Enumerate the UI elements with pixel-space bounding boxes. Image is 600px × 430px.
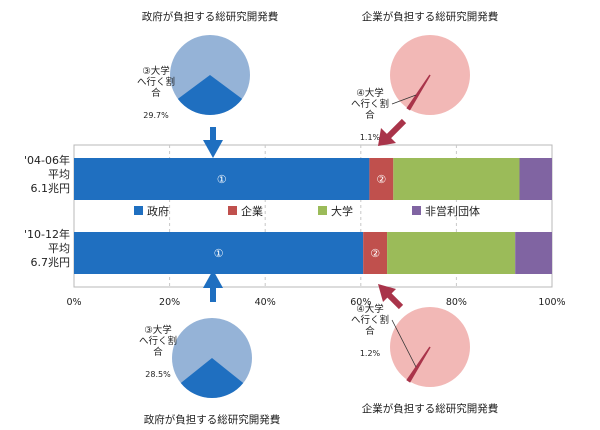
x-tick-label: 60% — [350, 297, 371, 308]
pie-leader-line — [391, 319, 417, 368]
legend: 政府 企業 大学 非営利団体 — [134, 204, 480, 218]
bar-segment — [74, 158, 370, 200]
x-tick-label: 0% — [66, 297, 81, 308]
arrow-corp-top — [378, 118, 407, 146]
legend-swatch — [134, 206, 143, 215]
pie-slice-university — [180, 358, 244, 398]
pie-title: 企業が負担する総研究開発費 — [362, 10, 499, 23]
legend-swatch — [228, 206, 237, 215]
legend-label: 政府 — [147, 204, 169, 218]
legend-label: 企業 — [241, 204, 263, 218]
pie-slice-university — [177, 75, 243, 115]
pie-slice-label: ③大学へ行く割合 — [137, 65, 175, 99]
pie-chart: 政府が負担する総研究開発費 ③大学へ行く割合 28.5% — [139, 318, 280, 426]
x-tick-label: 20% — [159, 297, 180, 308]
plot-area — [73, 144, 553, 288]
pie-slice-label: ④大学へ行く割合 — [351, 87, 389, 121]
arrow-gov-bottom — [203, 270, 223, 302]
x-tick-label: 40% — [255, 297, 276, 308]
pie-chart: 企業が負担する総研究開発費 ④大学へ行く割合 1.1% — [351, 10, 498, 142]
pie-chart: 企業が負担する総研究開発費 ④大学へ行く割合 1.2% — [351, 303, 498, 415]
pie-percent-label: 29.7% — [143, 111, 169, 120]
pie-group: 政府が負担する総研究開発費 ③大学へ行く割合 29.7% 企業が負担する総研究開発費 ④… — [137, 10, 498, 426]
legend-swatch — [412, 206, 421, 215]
pie-title: 企業が負担する総研究開発費 — [362, 402, 499, 415]
arrow-corp-bottom — [378, 284, 404, 310]
pie-leader-line — [391, 94, 417, 105]
bar-segment — [363, 232, 388, 274]
arrows — [203, 118, 407, 310]
bar-segment — [74, 232, 364, 274]
pie-percent-label: 1.1% — [360, 133, 381, 142]
bar-segment — [393, 158, 520, 200]
bar-segment — [369, 158, 394, 200]
plot-frame — [73, 144, 553, 288]
pie-title: 政府が負担する総研究開発費 — [144, 413, 281, 426]
bar-segment — [387, 232, 516, 274]
pie-slice-label: ④大学へ行く割合 — [351, 303, 389, 337]
bar-segment — [515, 232, 552, 274]
bar-marker-label: ② — [376, 173, 386, 186]
x-axis-ticks: 0% 20% 40% 60% 80% 100% — [66, 297, 565, 308]
arrow-gov-top — [203, 127, 223, 158]
pie-chart: 政府が負担する総研究開発費 ③大学へ行く割合 29.7% — [137, 10, 278, 120]
bar-segment — [519, 158, 552, 200]
legend-label: 大学 — [331, 204, 353, 218]
pie-slice-label: ③大学へ行く割合 — [139, 324, 177, 358]
legend-label: 非営利団体 — [425, 204, 480, 218]
bar-marker-label: ② — [370, 247, 380, 260]
legend-swatch — [318, 206, 327, 215]
pie-percent-label: 1.2% — [360, 349, 381, 358]
pie-slice-university — [406, 346, 431, 383]
pie-slice-university — [406, 74, 431, 111]
x-tick-label: 80% — [446, 297, 467, 308]
bar-marker-label: ① — [217, 173, 227, 186]
x-tick-label: 100% — [538, 297, 565, 308]
bars-group: ① ② ① ② — [74, 158, 552, 274]
pie-title: 政府が負担する総研究開発費 — [142, 10, 279, 23]
bar-marker-label: ① — [214, 247, 224, 260]
pie-percent-label: 28.5% — [145, 370, 171, 379]
